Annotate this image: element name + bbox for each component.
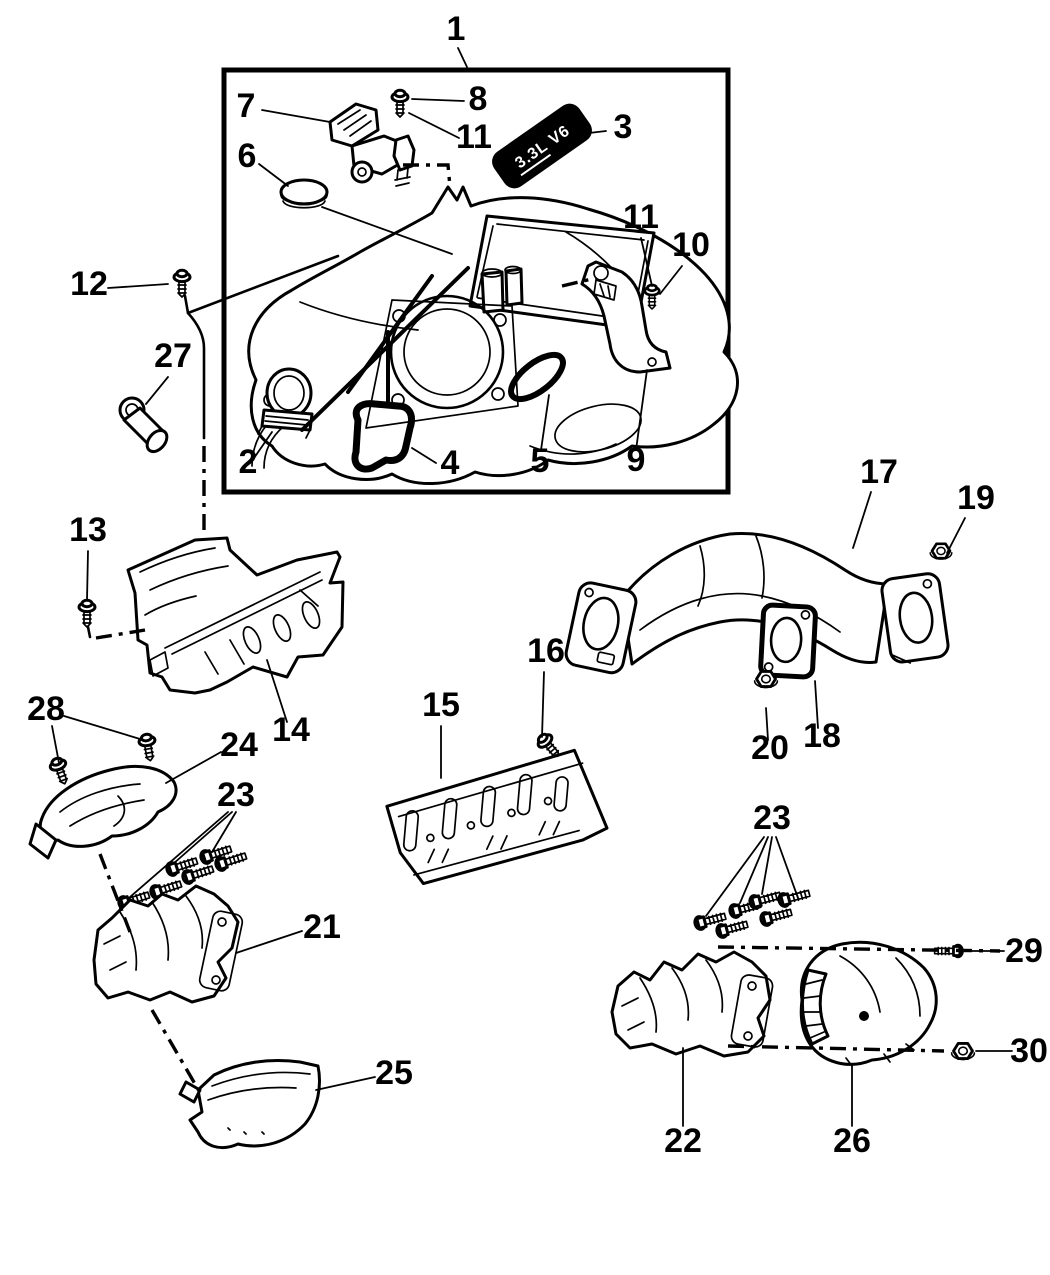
heat-shield-item-25 [178,1059,321,1149]
callout-15: 15 [422,686,460,724]
callout-7: 7 [237,87,256,125]
callout-29: 29 [1005,932,1043,970]
callout-28: 28 [27,690,65,728]
callout-11-top: 11 [456,118,492,156]
callout-6: 6 [238,137,257,175]
exhaust-manifold-front-item-21 [92,884,244,1004]
callout-14: 14 [272,711,310,749]
bolts-item-23-right [691,885,813,941]
screw-item-13 [77,598,97,629]
callout-11-right: 11 [623,198,659,236]
callout-24: 24 [220,726,258,764]
callout-20: 20 [751,729,789,767]
throttle-seal-item-2 [257,367,314,439]
callout-labels: 1 7 8 11 3 6 12 11 10 27 2 4 5 9 13 14 2… [27,10,1048,1160]
callout-25: 25 [375,1054,413,1092]
callout-26: 26 [833,1122,871,1160]
nut-item-30 [950,1041,976,1061]
callout-5: 5 [531,442,550,480]
callout-10: 10 [672,226,710,264]
callout-8: 8 [469,80,488,118]
vacuum-tube [183,254,340,534]
crossover-pipe-item-17 [564,531,950,675]
o-ring-item-5 [508,351,566,403]
heat-shield-item-15 [385,748,609,886]
centerlines [86,163,1001,1097]
map-sensor-item-7 [328,102,416,187]
gasket-item-18 [758,602,818,680]
bracket-item-9 [580,260,672,374]
heat-shield-item-26 [799,940,938,1067]
callout-13: 13 [69,511,107,549]
callout-23-left: 23 [217,776,255,814]
engine-badge-item-3: 3.3L V6 [492,103,592,189]
assembly-box-item-1 [221,67,731,495]
lower-intake-manifold-item-14 [126,536,345,695]
callout-2: 2 [239,443,258,481]
callout-27: 27 [154,337,192,375]
callout-3: 3 [614,108,633,146]
upper-intake-plenum [247,185,739,485]
callout-17: 17 [860,453,898,491]
callout-16: 16 [527,632,565,670]
callout-19: 19 [957,479,995,517]
callout-23-right: 23 [753,799,791,837]
callout-1: 1 [447,10,466,48]
leader-lines [51,47,1013,1127]
screw-item-12 [172,268,192,299]
callout-4: 4 [441,444,460,482]
callout-12: 12 [70,265,108,303]
throttle-gasket-item-4 [351,400,415,473]
callout-30: 30 [1010,1032,1048,1070]
heat-shield-item-24 [28,764,178,860]
callout-21: 21 [303,908,341,946]
callout-18: 18 [803,717,841,755]
fitting-item-27 [118,396,169,454]
cap-item-6 [279,178,329,209]
callout-9: 9 [627,441,646,479]
screw-item-8-11 [390,88,410,119]
callout-22: 22 [664,1122,702,1160]
exhaust-manifold-rear-item-22 [610,950,774,1058]
